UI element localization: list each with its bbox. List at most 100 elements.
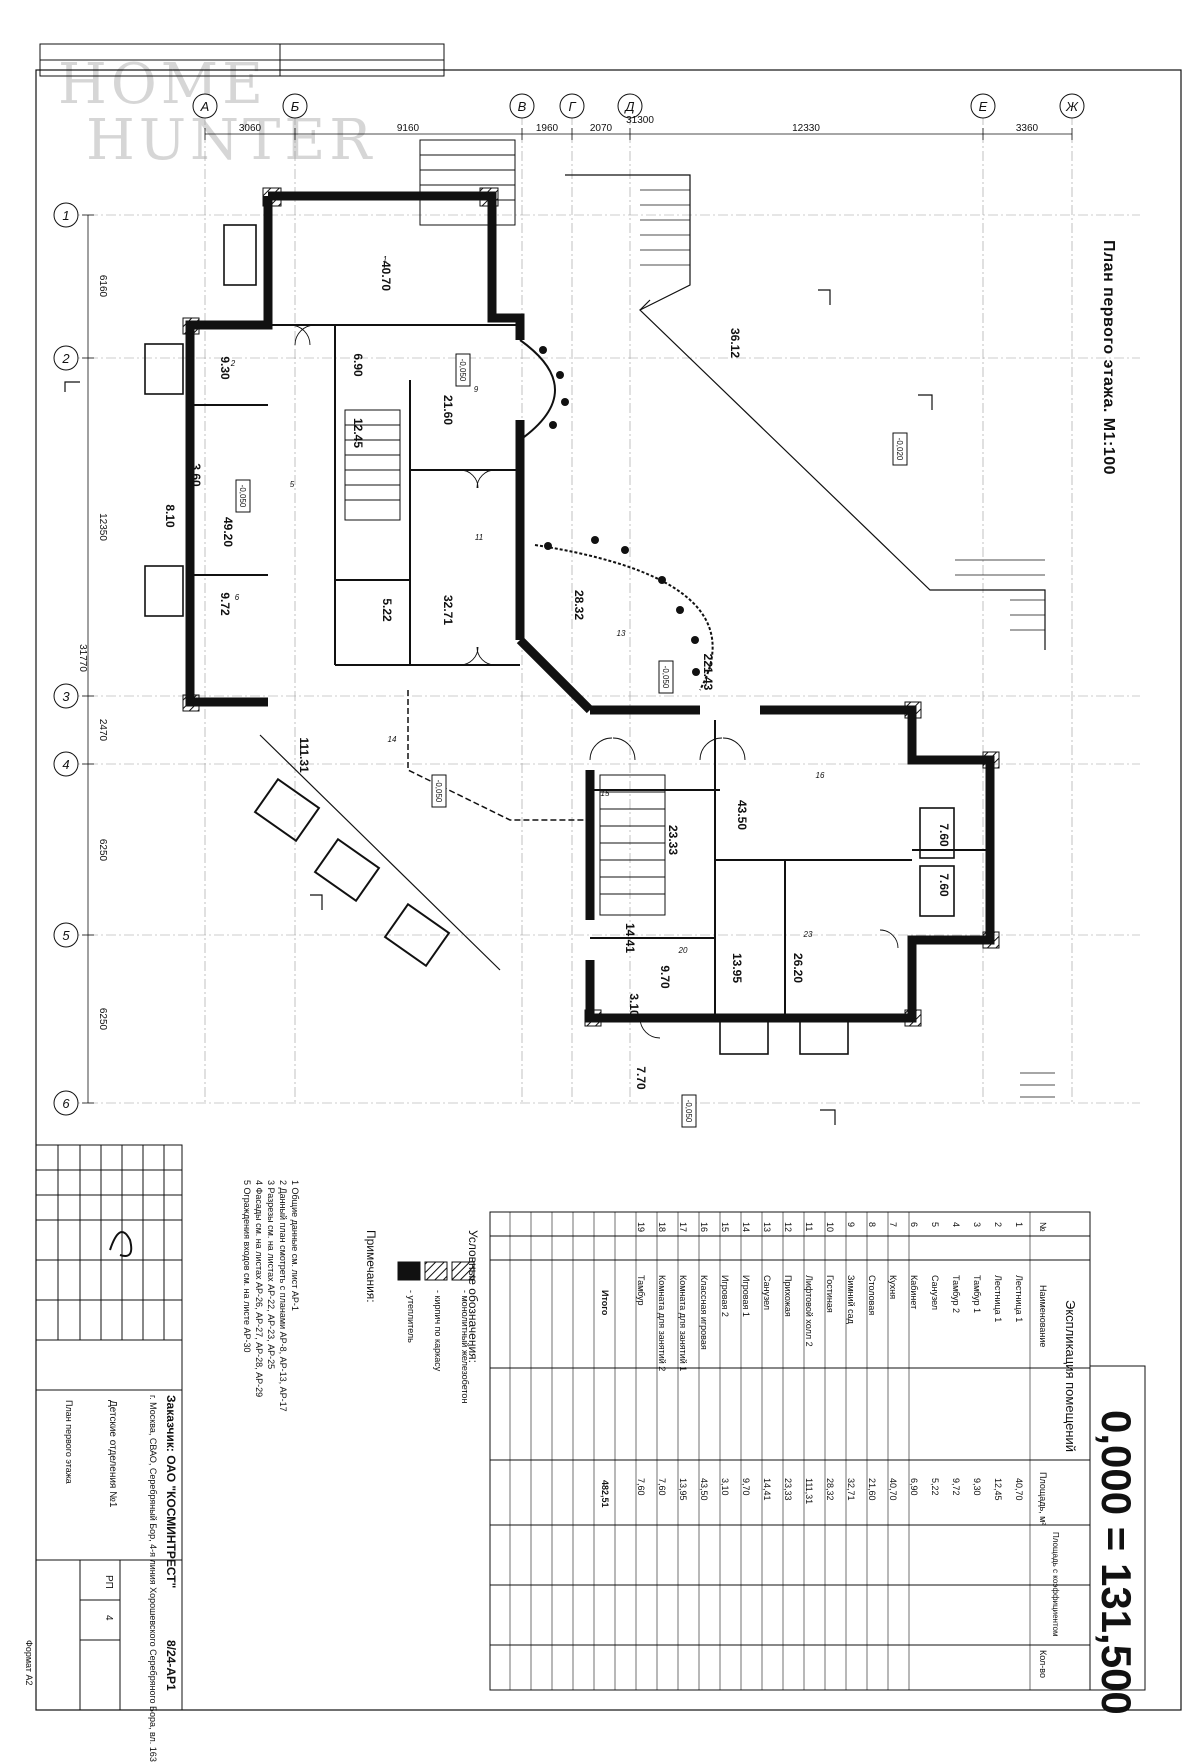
spec-row-area: 111,31: [804, 1478, 814, 1505]
spec-row-number: 5: [930, 1222, 940, 1228]
axis-label-3: 3: [62, 689, 70, 704]
letter-axis-bubbles: [192, 93, 1085, 119]
spec-row-name: Игровая 1: [741, 1275, 751, 1317]
spec-title: Экспликация помещений: [1063, 1300, 1078, 1453]
dim-left-0: 6160: [97, 275, 108, 298]
interior-walls: [190, 324, 990, 1018]
axis-label-2: 2: [61, 351, 70, 366]
svg-text:15: 15: [601, 789, 610, 798]
level-mark-1: -0,050: [238, 485, 247, 508]
spec-row-area: 40,70: [1014, 1478, 1024, 1501]
spec-row-number: 4: [951, 1222, 961, 1228]
axis-label-d: Д: [623, 99, 634, 114]
note-3: 4 Фасады см. на листах АР-26, АР-27, АР-…: [254, 1180, 264, 1398]
room-area-10: 5.22: [380, 598, 394, 622]
spec-total-value: 482,51: [600, 1480, 610, 1508]
room-area-18: 7.60: [937, 873, 951, 897]
section-markers: [64, 289, 933, 1125]
sheet-frame: [35, 69, 1182, 1711]
spec-col-name: Наименование: [1038, 1285, 1048, 1348]
room-area-25: 36.12: [728, 328, 742, 358]
spec-row-name: Лифтовой холл 2: [804, 1275, 814, 1347]
dim-top-0: 3060: [239, 123, 262, 134]
stamp-code: 8/24-АР1: [164, 1640, 178, 1691]
room-area-23: 26.20: [791, 953, 805, 983]
spec-col-count: Кол-во: [1038, 1650, 1048, 1678]
dim-top-4: 12330: [792, 123, 820, 134]
note-1: 2 Данный план смотреть с планами АР-8, А…: [278, 1180, 288, 1412]
spec-row-name: Тамбур 2: [951, 1275, 961, 1314]
spec-col-area: Площадь, м²: [1038, 1472, 1048, 1526]
svg-text:11: 11: [475, 533, 483, 542]
spec-row-number: 6: [909, 1222, 919, 1228]
spec-col-coef: Площадь с коэффициентом: [1051, 1532, 1060, 1637]
stamp-project: Детские отделения №1: [107, 1400, 118, 1508]
room-area-1: 40.70: [379, 261, 393, 291]
spec-row-number: 13: [762, 1222, 772, 1233]
porch-dashed-line: [407, 690, 590, 821]
axis-label-4: 4: [62, 757, 69, 772]
axis-label-zh: Ж: [1065, 99, 1079, 114]
spec-row-name: Тамбур: [636, 1275, 646, 1306]
stamp-sheet: 4: [103, 1615, 114, 1621]
svg-text:23: 23: [803, 930, 813, 939]
spec-row-number: 11: [804, 1222, 814, 1232]
spec-row-number: 14: [741, 1222, 751, 1233]
spec-row-number: 8: [867, 1222, 877, 1228]
spec-row-name: Зимний сад: [846, 1275, 856, 1324]
svg-text:2: 2: [230, 359, 236, 368]
room-area-24: 7.70: [634, 1066, 648, 1090]
level-mark-boxes: [235, 353, 908, 1128]
legend-item-1: - кирпич по каркасу: [433, 1290, 443, 1372]
elevation-box: [1089, 1365, 1146, 1691]
room-area-16: 43.50: [735, 800, 749, 830]
terrace-outline: [565, 174, 1046, 650]
room-area-17: 7.60: [937, 823, 951, 847]
floor-plan-svg: А Б В Г Д Е Ж 1 2 3 4 5 6: [35, 43, 1182, 1711]
bay-arc-top: [519, 339, 556, 441]
porch-edge: [259, 734, 501, 971]
note-2: 3 Разрезы см. на листах АР-22, АР-23, АР…: [266, 1180, 276, 1370]
spec-row-area: 32,71: [846, 1478, 856, 1501]
stamp-customer: Заказчик: ОАО "КОСМИНТРЕСТ": [164, 1395, 178, 1589]
stamp-stage: РП: [103, 1575, 114, 1589]
spec-row-area: 6,90: [909, 1478, 919, 1496]
spec-row-name: Гостиная: [825, 1275, 835, 1313]
room-area-4: 8.10: [163, 504, 177, 528]
dim-left-4: 6250: [97, 1008, 108, 1031]
axis-label-g: Г: [568, 99, 576, 114]
spec-row-name: Столовая: [867, 1275, 877, 1316]
spec-row-name: Кабинет: [909, 1275, 919, 1310]
spec-row-name: Санузел: [762, 1275, 772, 1311]
number-axes: [70, 214, 1140, 1104]
stair-2: [599, 774, 666, 916]
axis-label-v: В: [518, 99, 527, 114]
axis-label-e: Е: [979, 99, 988, 114]
room-area-13: 221.43: [701, 654, 715, 691]
spec-row-name: Лестница 1: [1014, 1275, 1024, 1323]
spec-table-rows: [509, 1212, 1031, 1690]
axis-label-6: 6: [62, 1096, 70, 1111]
left-dimension-line: [82, 214, 94, 1104]
svg-text:16: 16: [816, 771, 825, 780]
watermark-home: HOME: [58, 52, 267, 117]
axis-label-5: 5: [62, 928, 70, 943]
spec-row-name: Комната для занятий 1: [678, 1275, 688, 1372]
dim-left-1: 12350: [97, 513, 108, 541]
stamp-format: Формат А2: [24, 1640, 34, 1686]
legend-item-0: - монолитный железобетон: [460, 1290, 470, 1404]
spec-row-number: 17: [678, 1222, 688, 1233]
room-area-7: 6.90: [351, 353, 365, 377]
room-area-20: 9.70: [658, 965, 672, 989]
spec-row-number: 1: [1014, 1222, 1024, 1228]
bay-windows: [144, 224, 955, 1055]
spec-row-area: 23,33: [783, 1478, 793, 1501]
legend-samples: [397, 1261, 475, 1281]
spec-row-area: 14,41: [762, 1478, 772, 1501]
spec-row-area: 7,60: [657, 1478, 667, 1496]
svg-text:1: 1: [383, 255, 387, 264]
spec-row-area: 43,50: [699, 1478, 709, 1501]
room-area-5: 49.20: [221, 517, 235, 547]
spec-row-name: Комната для занятий 2: [657, 1275, 667, 1372]
